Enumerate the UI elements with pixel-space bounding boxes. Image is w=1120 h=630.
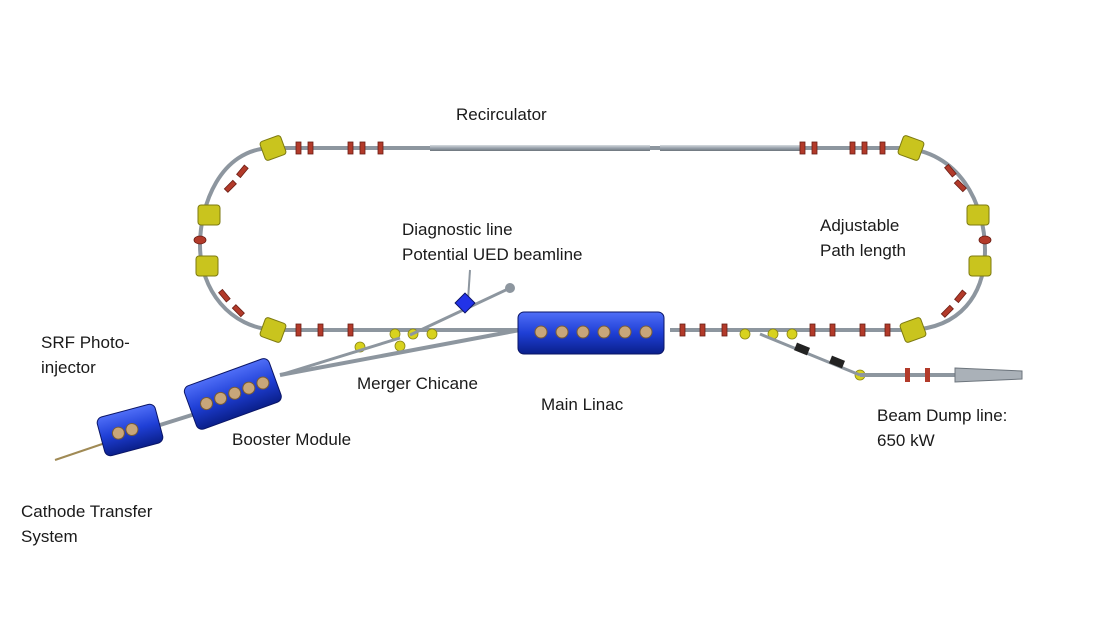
label-path-length: Path length xyxy=(820,241,906,260)
label-recirculator: Recirculator xyxy=(456,105,547,124)
label-beam-dump-line: Beam Dump line: xyxy=(877,406,1007,425)
label-adjustable: Adjustable xyxy=(820,216,899,235)
label-main-linac: Main Linac xyxy=(541,395,624,414)
main-linac-cryomodule xyxy=(517,311,665,355)
label-beam-dump-power: 650 kW xyxy=(877,431,935,450)
small-correctors xyxy=(354,328,866,381)
diagnostic-branch xyxy=(409,269,515,337)
label-booster-module: Booster Module xyxy=(232,430,351,449)
diagnostic-box xyxy=(454,292,476,314)
beam-dump-line xyxy=(759,332,1023,383)
label-injector: injector xyxy=(41,358,96,377)
recirculator-loop xyxy=(197,145,988,332)
booster-module-cryomodule xyxy=(183,358,282,430)
label-potential-ued: Potential UED beamline xyxy=(402,245,582,264)
quadrupole-magnets xyxy=(193,141,992,337)
label-system: System xyxy=(21,527,78,546)
label-diagnostic-line: Diagnostic line xyxy=(402,220,513,239)
srf-photoinjector-cryomodule xyxy=(96,403,164,457)
label-merger-chicane: Merger Chicane xyxy=(357,374,478,393)
label-srf-photo: SRF Photo- xyxy=(41,333,130,352)
injection-beamline xyxy=(54,328,521,461)
dipole-magnets xyxy=(195,135,992,343)
label-cathode-transfer: Cathode Transfer xyxy=(21,502,153,521)
